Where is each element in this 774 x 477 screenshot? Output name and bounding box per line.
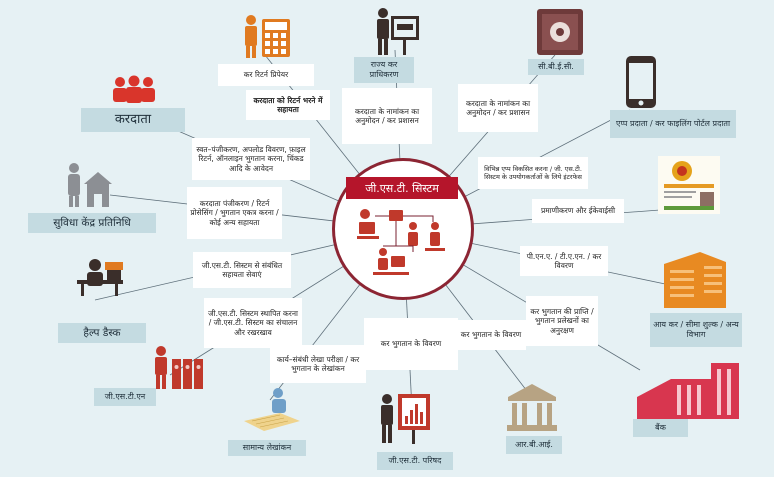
rbi-building-icon	[507, 384, 557, 431]
cbec-label: सी.बी.ई.सी.	[528, 59, 584, 75]
service-center-icon	[68, 163, 112, 207]
facilitation-label: सुविधा केंद्र प्रतिनिधि	[28, 213, 156, 233]
gstn-files-icon	[155, 346, 203, 389]
helpdesk-desc: जी.एस.टी. सिस्टम से संबंधित सहायता सेवाए…	[193, 252, 291, 288]
cbec-desc: करदाता के नामांकन का अनुमोदन / कर प्रशास…	[458, 84, 538, 132]
helpdesk-icon	[77, 259, 123, 296]
people-icon	[113, 75, 155, 103]
gstn-desc: जी.एस.टी. सिस्टम स्थापित करना / जी.एस.टी…	[204, 298, 302, 348]
bank-desc: कर भुगतान की प्राप्ति / भुगतान प्रलेखनों…	[526, 296, 598, 346]
taxpayer-desc: स्वत–पंजीकरण, अपलोड विवरण, फ़ाइल रिटर्न,…	[192, 138, 310, 180]
aadhaar-card-icon	[658, 156, 720, 214]
state-tax-label: राज्य कर प्राधिकरण	[354, 57, 414, 83]
app-desc: विभिन्न एप्प विकसित करना / जी. एस.टी. सि…	[478, 157, 588, 189]
safe-icon	[537, 9, 583, 55]
state-tax-desc: करदाता के नामांकन का अनुमोदन / कर प्रशास…	[342, 88, 432, 144]
helpdesk-label: हैल्प डैस्क	[58, 323, 146, 343]
accounting-desc: कार्य–संबंधी लेखा परीक्षा / कर भुगतान के…	[270, 345, 366, 383]
calculator-icon	[245, 15, 290, 58]
incometax-label: आय कर / सीमा शुल्क / अन्य विभाग	[650, 313, 742, 347]
accountant-icon	[244, 388, 300, 431]
council-desc: कर भुगतान के विवरण	[364, 318, 458, 370]
presentation-icon	[381, 394, 430, 444]
preparer-desc: करदाता को रिटर्न भरने में सहायता	[246, 90, 330, 120]
hub-title: जी.एस.टी. सिस्टम	[346, 177, 458, 199]
accounting-label: सामान्य लेखांकन	[228, 440, 306, 456]
council-label: जी.एस.टी. परिषद	[377, 452, 453, 470]
smartphone-icon	[626, 56, 656, 108]
office-building-icon	[664, 252, 726, 308]
preparer-label: कर रिटर्न प्रिपेयर	[218, 64, 314, 86]
taxpayer-label: करदाता	[81, 108, 185, 132]
officer-icon	[377, 8, 419, 55]
bank-building-icon	[637, 363, 739, 419]
bank-label: बैंक	[633, 419, 688, 437]
rbi-desc: कर भुगतान के विवरण	[456, 320, 526, 350]
rbi-label: आर.बी.आई.	[506, 436, 562, 454]
aadhaar-desc: प्रमाणीकरण और ईकेवाईसी	[532, 199, 624, 223]
app-label: एप्प प्रदाता / कर फाइलिंग पोर्टल प्रदाता	[610, 110, 736, 138]
gstn-label: जी.एस.टी.एन	[94, 388, 156, 406]
gst-hub-illustration	[357, 209, 445, 275]
incometax-desc: पी.एन.ए. / टी.ए.एन. / कर विवरण	[520, 246, 608, 276]
facilitation-desc: करदाता पंजीकरण / रिटर्न प्रोसेसिंग / भुग…	[187, 187, 282, 239]
